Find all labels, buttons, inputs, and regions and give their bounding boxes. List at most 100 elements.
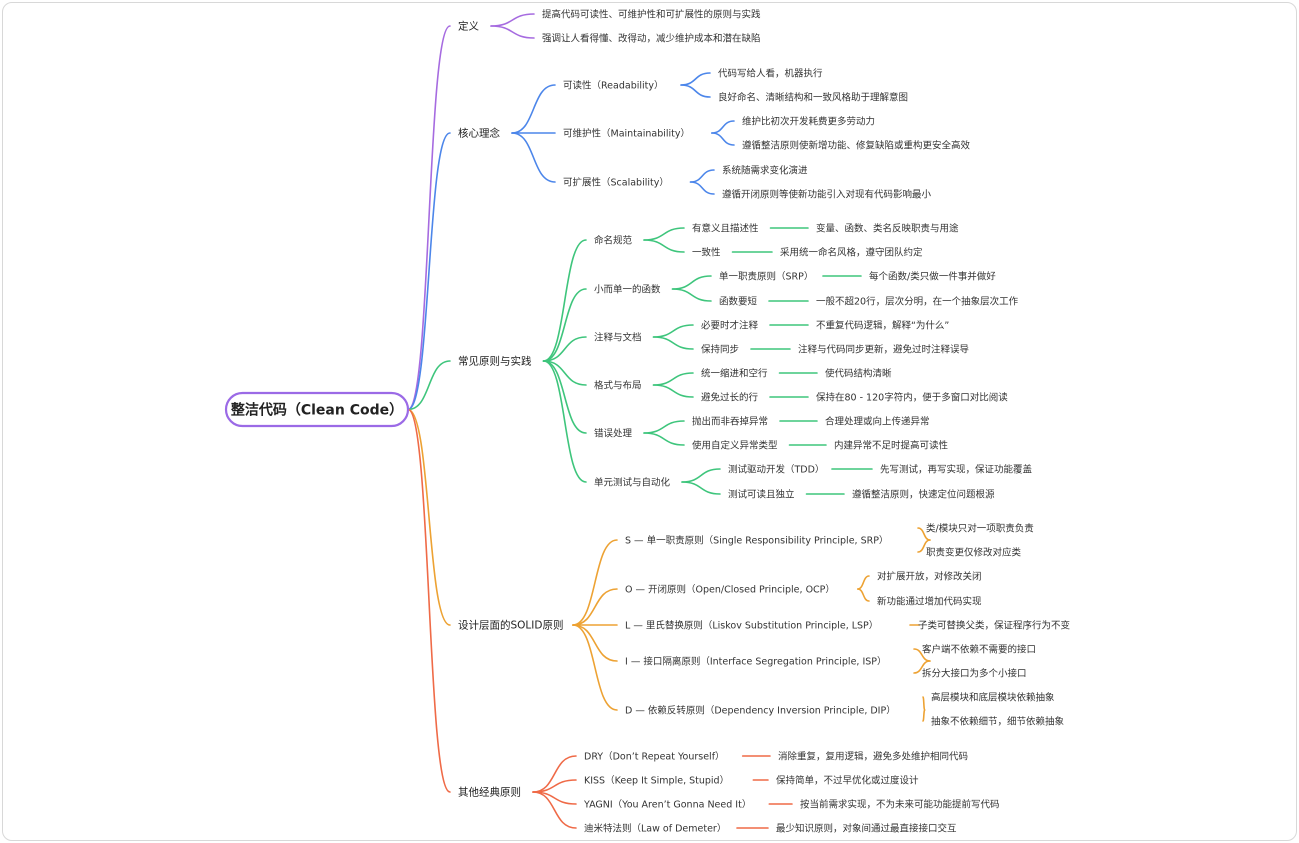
mindmap-node-level-2[interactable]: 小而单一的函数 xyxy=(594,284,661,296)
edge-level-3 xyxy=(652,336,694,350)
mindmap-node-level-2[interactable]: 强调让人看得懂、改得动，减少维护成本和潜在缺陷 xyxy=(542,33,761,45)
mindmap-node-level-4[interactable]: 遵循整洁原则，快速定位问题根源 xyxy=(852,489,995,501)
mindmap-node-level-2[interactable]: 错误处理 xyxy=(594,428,633,440)
mindmap-node-level-2[interactable]: S — 单一职责原则（Single Responsibility Princip… xyxy=(625,535,888,547)
edge-level-3 xyxy=(681,468,721,483)
mindmap-node-level-3[interactable]: 对扩展开放，对修改关闭 xyxy=(877,571,982,583)
edge-level-2 xyxy=(532,791,577,829)
edge-level-3 xyxy=(922,709,926,722)
mindmap-node-level-2[interactable]: I — 接口隔离原则（Interface Segregation Princip… xyxy=(625,656,887,668)
edge-level-2 xyxy=(490,25,535,39)
mindmap-node-level-4[interactable]: 内建异常不足时提高可读性 xyxy=(834,440,949,452)
edge-level-2 xyxy=(572,624,618,662)
mindmap-node-level-4[interactable]: 使代码结构清晰 xyxy=(825,368,892,380)
mindmap-node-level-4[interactable]: 变量、函数、类名反映职责与用途 xyxy=(816,223,959,235)
mindmap-node-level-3[interactable]: 统一缩进和空行 xyxy=(701,368,768,380)
mindmap-node-level-1[interactable]: 核心理念 xyxy=(458,127,500,140)
edge-level-3 xyxy=(643,227,685,241)
mindmap-node-level-2[interactable]: 可读性（Readability） xyxy=(563,80,664,92)
mindmap-node-level-3[interactable]: 最少知识原则，对象间通过最直接接口交互 xyxy=(776,823,957,835)
mindmap-node-level-3[interactable]: 系统随需求变化演进 xyxy=(722,165,808,177)
mindmap-node-level-3[interactable]: 使用自定义异常类型 xyxy=(692,440,778,452)
mindmap-node-level-2[interactable]: YAGNI（You Aren’t Gonna Need It） xyxy=(583,799,751,811)
mindmap-node-level-3[interactable]: 良好命名、清晰结构和一致风格助于理解意图 xyxy=(718,92,908,104)
edge-level-3 xyxy=(680,72,711,86)
mindmap-node-level-3[interactable]: 遵循开闭原则等使新功能引入对现有代码影响最小 xyxy=(722,189,932,201)
edge-level-2 xyxy=(511,132,556,183)
edge-level-3 xyxy=(922,696,926,711)
mindmap-node-level-4[interactable]: 一般不超20行，层次分明，在一个抽象层次工作 xyxy=(816,296,1019,308)
mindmap-node-level-2[interactable]: L — 里氏替换原则（Liskov Substitution Principle… xyxy=(625,620,878,632)
mindmap-node-level-4[interactable]: 每个函数/类只做一件事并做好 xyxy=(869,271,996,283)
edge-level-2 xyxy=(542,360,587,434)
mindmap-node-level-3[interactable]: 避免过长的行 xyxy=(701,392,759,404)
mindmap-node-level-3[interactable]: 保持同步 xyxy=(701,344,739,356)
mindmap-node-level-3[interactable]: 测试驱动开发（TDD） xyxy=(728,464,824,476)
mindmap-node-level-1[interactable]: 常见原则与实践 xyxy=(458,355,532,368)
mindmap-node-level-3[interactable]: 测试可读且独立 xyxy=(728,489,795,501)
edge-level-2 xyxy=(572,624,618,711)
mindmap-node-level-2[interactable]: 单元测试与自动化 xyxy=(594,477,671,489)
mindmap-node-level-3[interactable]: 新功能通过增加代码实现 xyxy=(877,596,982,608)
edge-level-3 xyxy=(643,420,685,434)
mindmap-node-level-3[interactable]: 单一职责原则（SRP） xyxy=(719,271,813,283)
mindmap-node-level-3[interactable]: 子类可替换父类，保证程序行为不变 xyxy=(918,620,1071,632)
mindmap-node-level-2[interactable]: D — 依赖反转原则（Dependency Inversion Principl… xyxy=(625,705,896,717)
mindmap-node-level-4[interactable]: 采用统一命名风格，遵守团队约定 xyxy=(780,247,923,259)
mindmap-node-level-4[interactable]: 不重复代码逻辑，解释“为什么” xyxy=(816,320,949,332)
edge-level-2 xyxy=(542,239,587,362)
mindmap-node-level-3[interactable]: 必要时才注释 xyxy=(701,320,759,332)
edge-level-2 xyxy=(511,84,556,134)
mindmap-node-level-3[interactable]: 保持简单，不过早优化或过度设计 xyxy=(776,775,919,787)
mindmap-node-level-2[interactable]: DRY（Don’t Repeat Yourself） xyxy=(584,751,725,763)
mindmap-node-level-2[interactable]: 可扩展性（Scalability） xyxy=(563,177,669,189)
edge-level-3 xyxy=(643,432,685,446)
edge-level-3 xyxy=(689,169,715,183)
edge-level-1 xyxy=(407,25,451,411)
mindmap-node-level-1[interactable]: 定义 xyxy=(458,20,479,33)
edge-level-3 xyxy=(681,481,721,495)
mindmap-node-level-4[interactable]: 先写测试，再写实现，保证功能覆盖 xyxy=(880,464,1033,476)
mindmap-node-level-3[interactable]: 维护比初次开发耗费更多劳动力 xyxy=(742,116,875,128)
edge-level-2 xyxy=(572,539,618,626)
edge-level-3 xyxy=(711,132,735,146)
mindmap-node-level-3[interactable]: 有意义且描述性 xyxy=(692,223,759,235)
edge-level-1 xyxy=(407,132,451,411)
mindmap-node-level-3[interactable]: 类/模块只对一项职责负责 xyxy=(926,523,1034,535)
mindmap-node-level-4[interactable]: 注释与代码同步更新，避免过时注释误导 xyxy=(798,344,969,356)
edge-level-3 xyxy=(711,120,735,134)
edge-level-2 xyxy=(542,336,587,362)
mindmap-node-level-1[interactable]: 设计层面的SOLID原则 xyxy=(458,619,563,632)
mindmap-node-level-3[interactable]: 高层模块和底层模块依赖抽象 xyxy=(931,692,1055,704)
edge-level-3 xyxy=(671,288,712,302)
mindmap-node-level-2[interactable]: 格式与布局 xyxy=(594,380,642,392)
mindmap-node-level-3[interactable]: 函数要短 xyxy=(719,296,758,308)
mindmap-node-level-2[interactable]: O — 开闭原则（Open/Closed Principle, OCP） xyxy=(625,584,835,596)
mindmap-node-level-2[interactable]: KISS（Keep It Simple, Stupid） xyxy=(584,775,729,787)
mindmap-node-level-3[interactable]: 遵循整洁原则使新增功能、修复缺陷或重构更安全高效 xyxy=(742,140,971,152)
mindmap-node-level-3[interactable]: 抛出而非吞掉异常 xyxy=(692,416,768,428)
mindmap-node-level-3[interactable]: 一致性 xyxy=(692,247,721,259)
edge-level-1 xyxy=(407,360,451,411)
mindmap-node-level-2[interactable]: 命名规范 xyxy=(594,235,633,247)
mindmap-node-level-4[interactable]: 保持在80 - 120字符内，便于多窗口对比阅读 xyxy=(816,392,1008,404)
root-node[interactable]: 整洁代码（Clean Code） xyxy=(224,391,410,428)
mindmap-node-level-3[interactable]: 按当前需求实现，不为未来可能功能提前写代码 xyxy=(800,799,1000,811)
edge-level-1 xyxy=(407,408,451,793)
mindmap-node-level-3[interactable]: 代码写给人看，机器执行 xyxy=(718,68,823,80)
mindmap-node-level-3[interactable]: 职责变更仅修改对应类 xyxy=(926,547,1022,559)
edge-level-3 xyxy=(856,588,870,602)
edge-level-3 xyxy=(913,660,931,674)
mindmap-node-level-2[interactable]: 迪米特法则（Law of Demeter） xyxy=(584,823,726,835)
mindmap-node-level-3[interactable]: 拆分大接口为多个小接口 xyxy=(922,668,1027,680)
mindmap-node-level-4[interactable]: 合理处理或向上传递异常 xyxy=(825,416,930,428)
mindmap-nodes: 定义 提高代码可读性、可维护性和可扩展性的原则与实践强调让人看得懂、改得动，减少维… xyxy=(458,9,1071,835)
mindmap-node-level-2[interactable]: 注释与文档 xyxy=(594,332,642,344)
mindmap-node-level-3[interactable]: 消除重复，复用逻辑，避免多处维护相同代码 xyxy=(778,751,968,763)
mindmap-node-level-3[interactable]: 客户端不依赖不需要的接口 xyxy=(922,644,1036,656)
mindmap-node-level-2[interactable]: 提高代码可读性、可维护性和可扩展性的原则与实践 xyxy=(542,9,761,21)
mindmap-node-level-2[interactable]: 可维护性（Maintainability） xyxy=(563,128,690,140)
mindmap-node-level-1[interactable]: 其他经典原则 xyxy=(458,786,521,799)
mindmap-node-level-3[interactable]: 抽象不依赖细节，细节依赖抽象 xyxy=(931,716,1065,728)
